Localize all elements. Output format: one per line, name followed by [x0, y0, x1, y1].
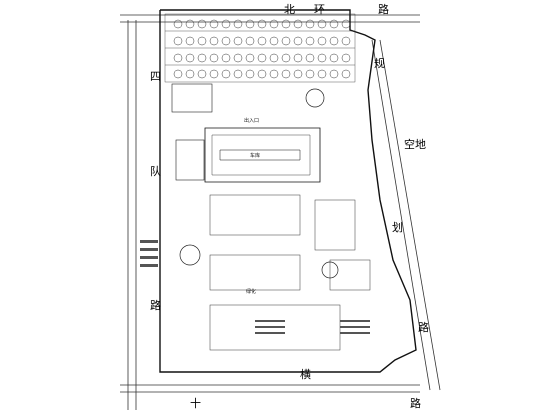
green-area-label: 绿化: [246, 289, 257, 295]
north-entry-label: 出入口: [244, 118, 260, 124]
annotation-blocks: [140, 240, 370, 334]
parking-grid-south: [209, 194, 371, 351]
south-road-label-3: 路: [410, 397, 421, 410]
tree-grid-north: [173, 19, 351, 79]
east-road-label-3: 路: [418, 321, 429, 334]
south-road-label-1: 十: [190, 397, 201, 410]
south-road-label-2: 横: [300, 368, 311, 381]
west-road-label-2: 队: [150, 165, 161, 178]
east-road-label-2: 划: [392, 221, 403, 234]
east-open-land-label: 空地: [404, 138, 426, 151]
north-road-label-1: 北: [284, 3, 295, 16]
north-road-label-3: 路: [378, 3, 389, 16]
west-road-label-1: 四: [150, 70, 161, 83]
outer-roads: [120, 14, 441, 410]
north-road-label-2: 环: [314, 3, 325, 16]
west-buildings: [171, 83, 213, 181]
east-road-label-1: 规: [374, 57, 385, 70]
west-road-label-3: 路: [150, 299, 161, 312]
central-building: [204, 127, 321, 183]
center-building-label: 车库: [250, 153, 261, 159]
parking-grid-north: [164, 13, 356, 83]
roundabouts: [179, 88, 339, 279]
